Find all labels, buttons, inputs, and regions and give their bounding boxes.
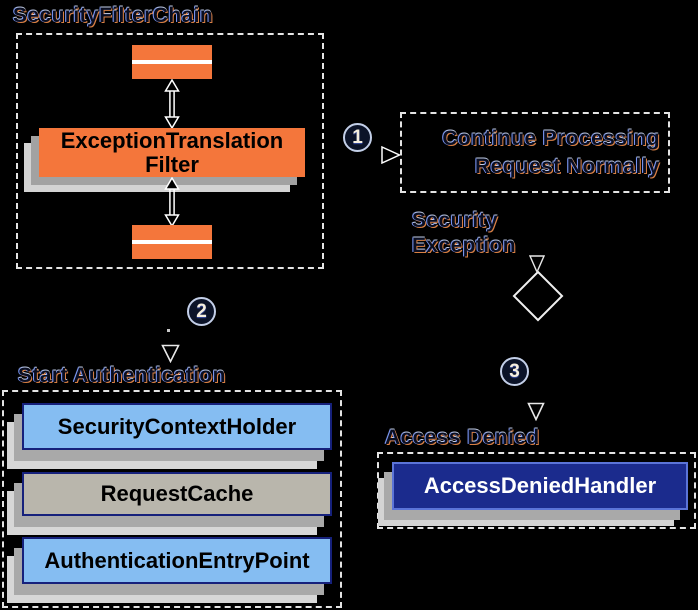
exception-translation-filter-box: ExceptionTranslation Filter [39,128,305,177]
bidirectional-arrow-icon [164,177,180,227]
exception-translation-filter-label-line2: Filter [145,151,199,177]
start-authentication-title: Start Authentication [18,364,226,387]
security-exception-line2: Exception [412,234,516,257]
filter-bar [132,45,212,60]
flow-arrow-down-icon [527,402,545,421]
flow-arrow-right-icon [381,146,401,164]
access-denied-handler-box: AccessDeniedHandler [392,462,688,510]
security-context-holder-label: SecurityContextHolder [57,413,297,439]
request-cache-label: RequestCache [100,481,254,506]
authentication-entry-point-box: AuthenticationEntryPoint [22,537,332,584]
filter-bars-bottom [132,225,212,259]
access-denied-box [377,452,696,529]
filter-bar [132,64,212,79]
step-3-badge: 3 [500,357,529,386]
flow-arrow-down-icon [161,344,180,363]
filter-bar [132,244,212,259]
access-denied-handler-label: AccessDeniedHandler [423,473,657,498]
filter-bars-top [132,45,212,79]
security-context-holder-box: SecurityContextHolder [22,403,332,450]
step-2-badge: 2 [187,297,216,326]
flow-arrow-down-icon [529,255,545,273]
security-exception-line1: Security [412,209,499,232]
security-exception-label: Security Exception [412,208,516,258]
exception-translation-filter-label-line1: ExceptionTranslation [60,127,284,153]
start-authentication-box [2,390,342,608]
security-filter-chain-title: SecurityFilterChain [13,4,214,27]
security-filter-chain-box [16,33,324,269]
dashed-connector-dot [167,329,170,332]
continue-processing-box: Continue Processing Request Normally [400,112,670,193]
continue-processing-line1: Continue Processing [442,126,660,150]
access-denied-title: Access Denied [385,426,540,449]
decision-diamond [512,270,564,322]
filter-bar [132,225,212,240]
step-1-badge: 1 [343,123,372,152]
authentication-entry-point-label: AuthenticationEntryPoint [44,547,310,573]
request-cache-box: RequestCache [22,472,332,516]
continue-processing-line2: Request Normally [475,154,660,178]
bidirectional-arrow-icon [164,79,180,129]
